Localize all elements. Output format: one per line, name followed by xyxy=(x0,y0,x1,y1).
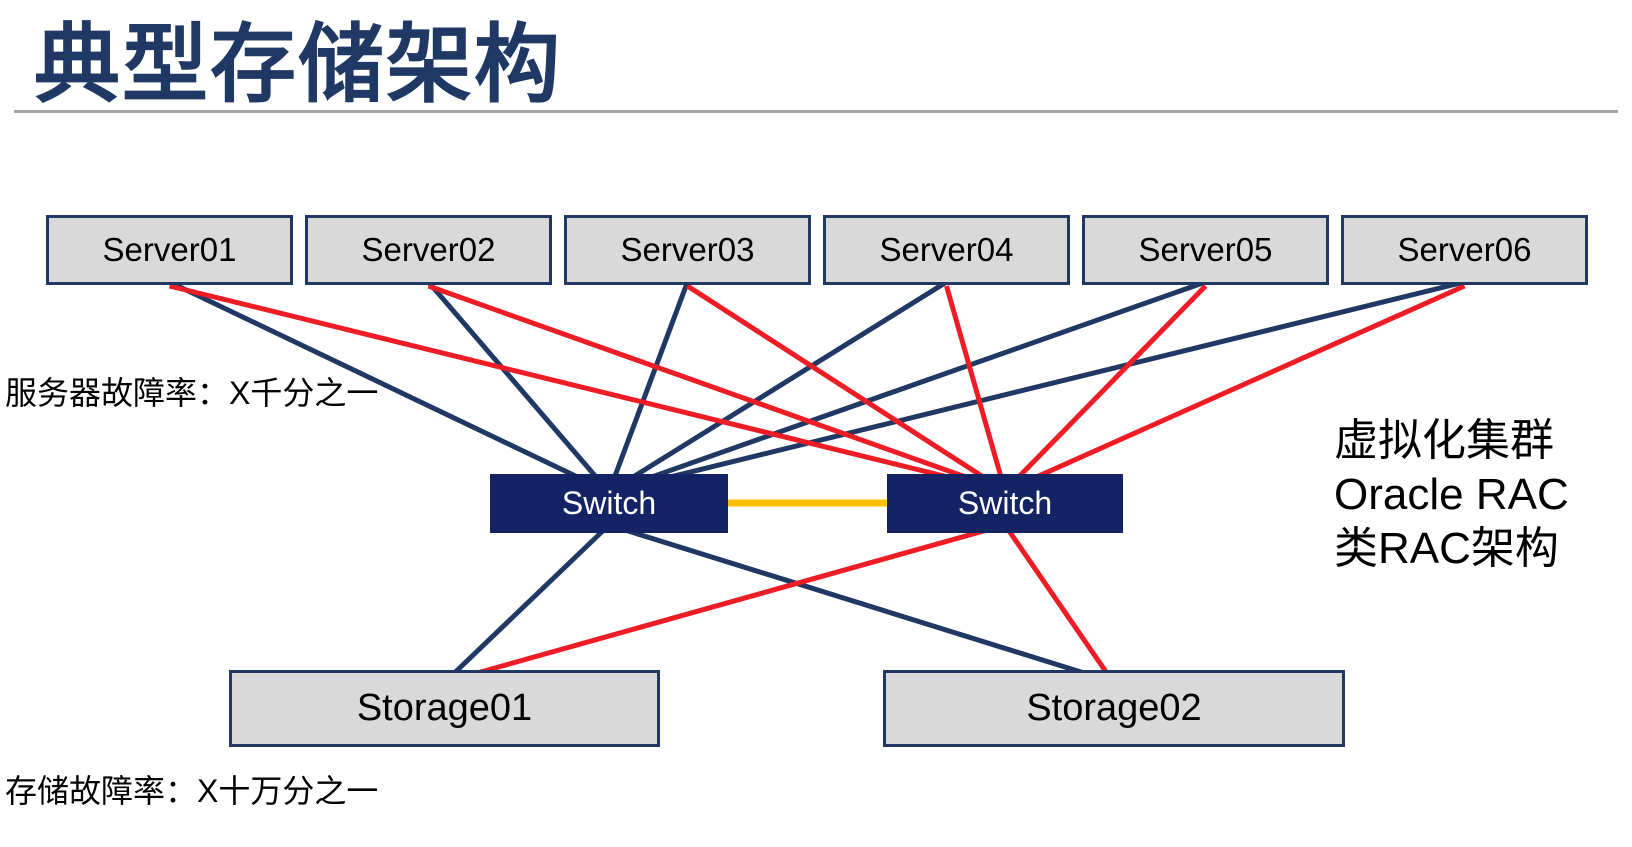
link-server06-right-switch xyxy=(1003,283,1466,494)
node-storage01: Storage01 xyxy=(229,670,660,747)
link-left-switch-storage02 xyxy=(608,522,1114,685)
link-server03-left-switch xyxy=(606,281,690,493)
link-server02-right-switch xyxy=(427,283,1006,494)
node-switch-right: Switch xyxy=(887,474,1123,533)
storage02-label: Storage02 xyxy=(1026,687,1202,729)
node-server02: Server02 xyxy=(305,215,552,285)
title-divider-rule xyxy=(14,110,1618,113)
switch-right-label: Switch xyxy=(957,485,1053,521)
storage01-label: Storage01 xyxy=(356,687,533,729)
link-server05-right-switch xyxy=(1003,284,1208,493)
node-storage02: Storage02 xyxy=(883,670,1345,747)
storage-failure-rate-label: 存储故障率：X十万分之一 xyxy=(5,773,379,809)
server03-label: Server03 xyxy=(620,231,755,268)
link-right-switch-storage01 xyxy=(444,522,1006,685)
node-server03: Server03 xyxy=(564,215,811,285)
server06-label: Server06 xyxy=(1397,231,1532,268)
link-server04-left-switch xyxy=(607,279,948,495)
cluster-architecture-note: 虚拟化集群 Oracle RAC 类RAC架构 xyxy=(1334,414,1569,576)
cluster-note-line-2: Oracle RAC xyxy=(1334,470,1569,519)
link-server03-right-switch xyxy=(686,283,1007,494)
switch-left-label: Switch xyxy=(561,485,657,521)
slide-title: 典型存储架构 xyxy=(34,17,562,113)
link-server02-left-switch xyxy=(426,280,611,494)
server01-label: Server01 xyxy=(102,231,237,268)
link-server05-left-switch xyxy=(608,279,1207,495)
server04-label: Server04 xyxy=(879,231,1014,268)
cluster-note-line-3: 类RAC架构 xyxy=(1334,524,1559,573)
node-switch-left: Switch xyxy=(490,474,728,533)
node-server05: Server05 xyxy=(1082,215,1329,285)
link-server01-left-switch xyxy=(168,279,611,495)
link-server01-right-switch xyxy=(168,283,1006,494)
node-server04: Server04 xyxy=(823,215,1070,285)
link-server04-right-switch xyxy=(944,285,1008,492)
node-server06: Server06 xyxy=(1341,215,1588,285)
link-server06-left-switch xyxy=(608,279,1466,495)
server05-label: Server05 xyxy=(1138,231,1273,268)
link-left-switch-storage01 xyxy=(443,523,611,684)
link-right-switch-storage02 xyxy=(1002,523,1116,684)
server-failure-rate-label: 服务器故障率：X千分之一 xyxy=(5,375,379,411)
node-server01: Server01 xyxy=(46,215,293,285)
cluster-note-line-1: 虚拟化集群 xyxy=(1334,416,1554,465)
server02-label: Server02 xyxy=(361,231,496,268)
